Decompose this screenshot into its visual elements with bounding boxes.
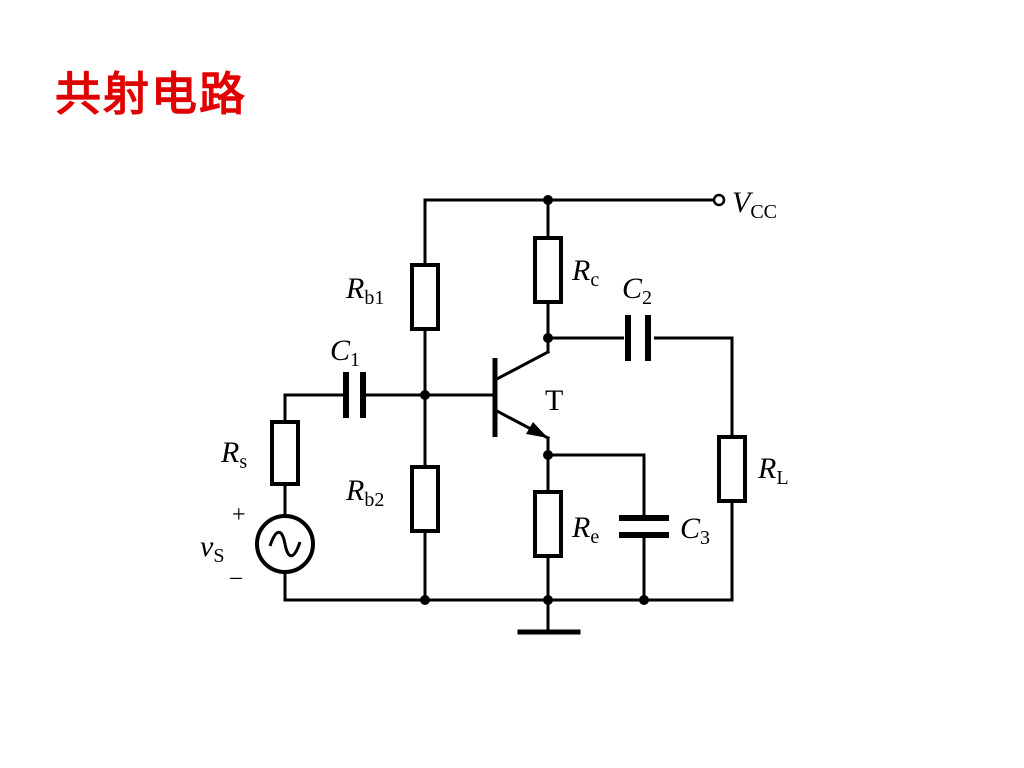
- label-rb1: Rb1: [345, 272, 384, 309]
- vcc-terminal: [712, 193, 726, 207]
- transistor-t: [492, 349, 551, 441]
- label-rb2: Rb2: [345, 474, 384, 511]
- label-c1: C1: [330, 334, 360, 371]
- label-rc: Rc: [571, 254, 599, 291]
- capacitor-c3: [619, 515, 669, 538]
- label-rl: RL: [757, 452, 789, 489]
- label-c2: C2: [622, 272, 652, 309]
- slide-title: 共射电路: [55, 67, 247, 121]
- label-source: vS: [200, 530, 224, 567]
- label-transistor: T: [545, 384, 563, 417]
- label-re: Re: [571, 511, 599, 548]
- junction-dots: [420, 195, 649, 605]
- capacitor-c1: [343, 372, 366, 418]
- label-rs: Rs: [220, 436, 247, 473]
- label-source-minus: –: [229, 564, 243, 590]
- label-c3: C3: [680, 512, 710, 549]
- resistor-re: [533, 490, 563, 558]
- label-vcc: VCC: [732, 186, 777, 223]
- resistor-rs: [270, 420, 300, 486]
- ac-source: [255, 514, 315, 574]
- capacitor-c2: [624, 315, 654, 361]
- resistor-rl: [717, 435, 747, 503]
- resistor-rc: [533, 236, 563, 304]
- resistor-rb1: [410, 263, 440, 331]
- resistor-rb2: [410, 465, 440, 533]
- label-source-plus: +: [232, 502, 246, 528]
